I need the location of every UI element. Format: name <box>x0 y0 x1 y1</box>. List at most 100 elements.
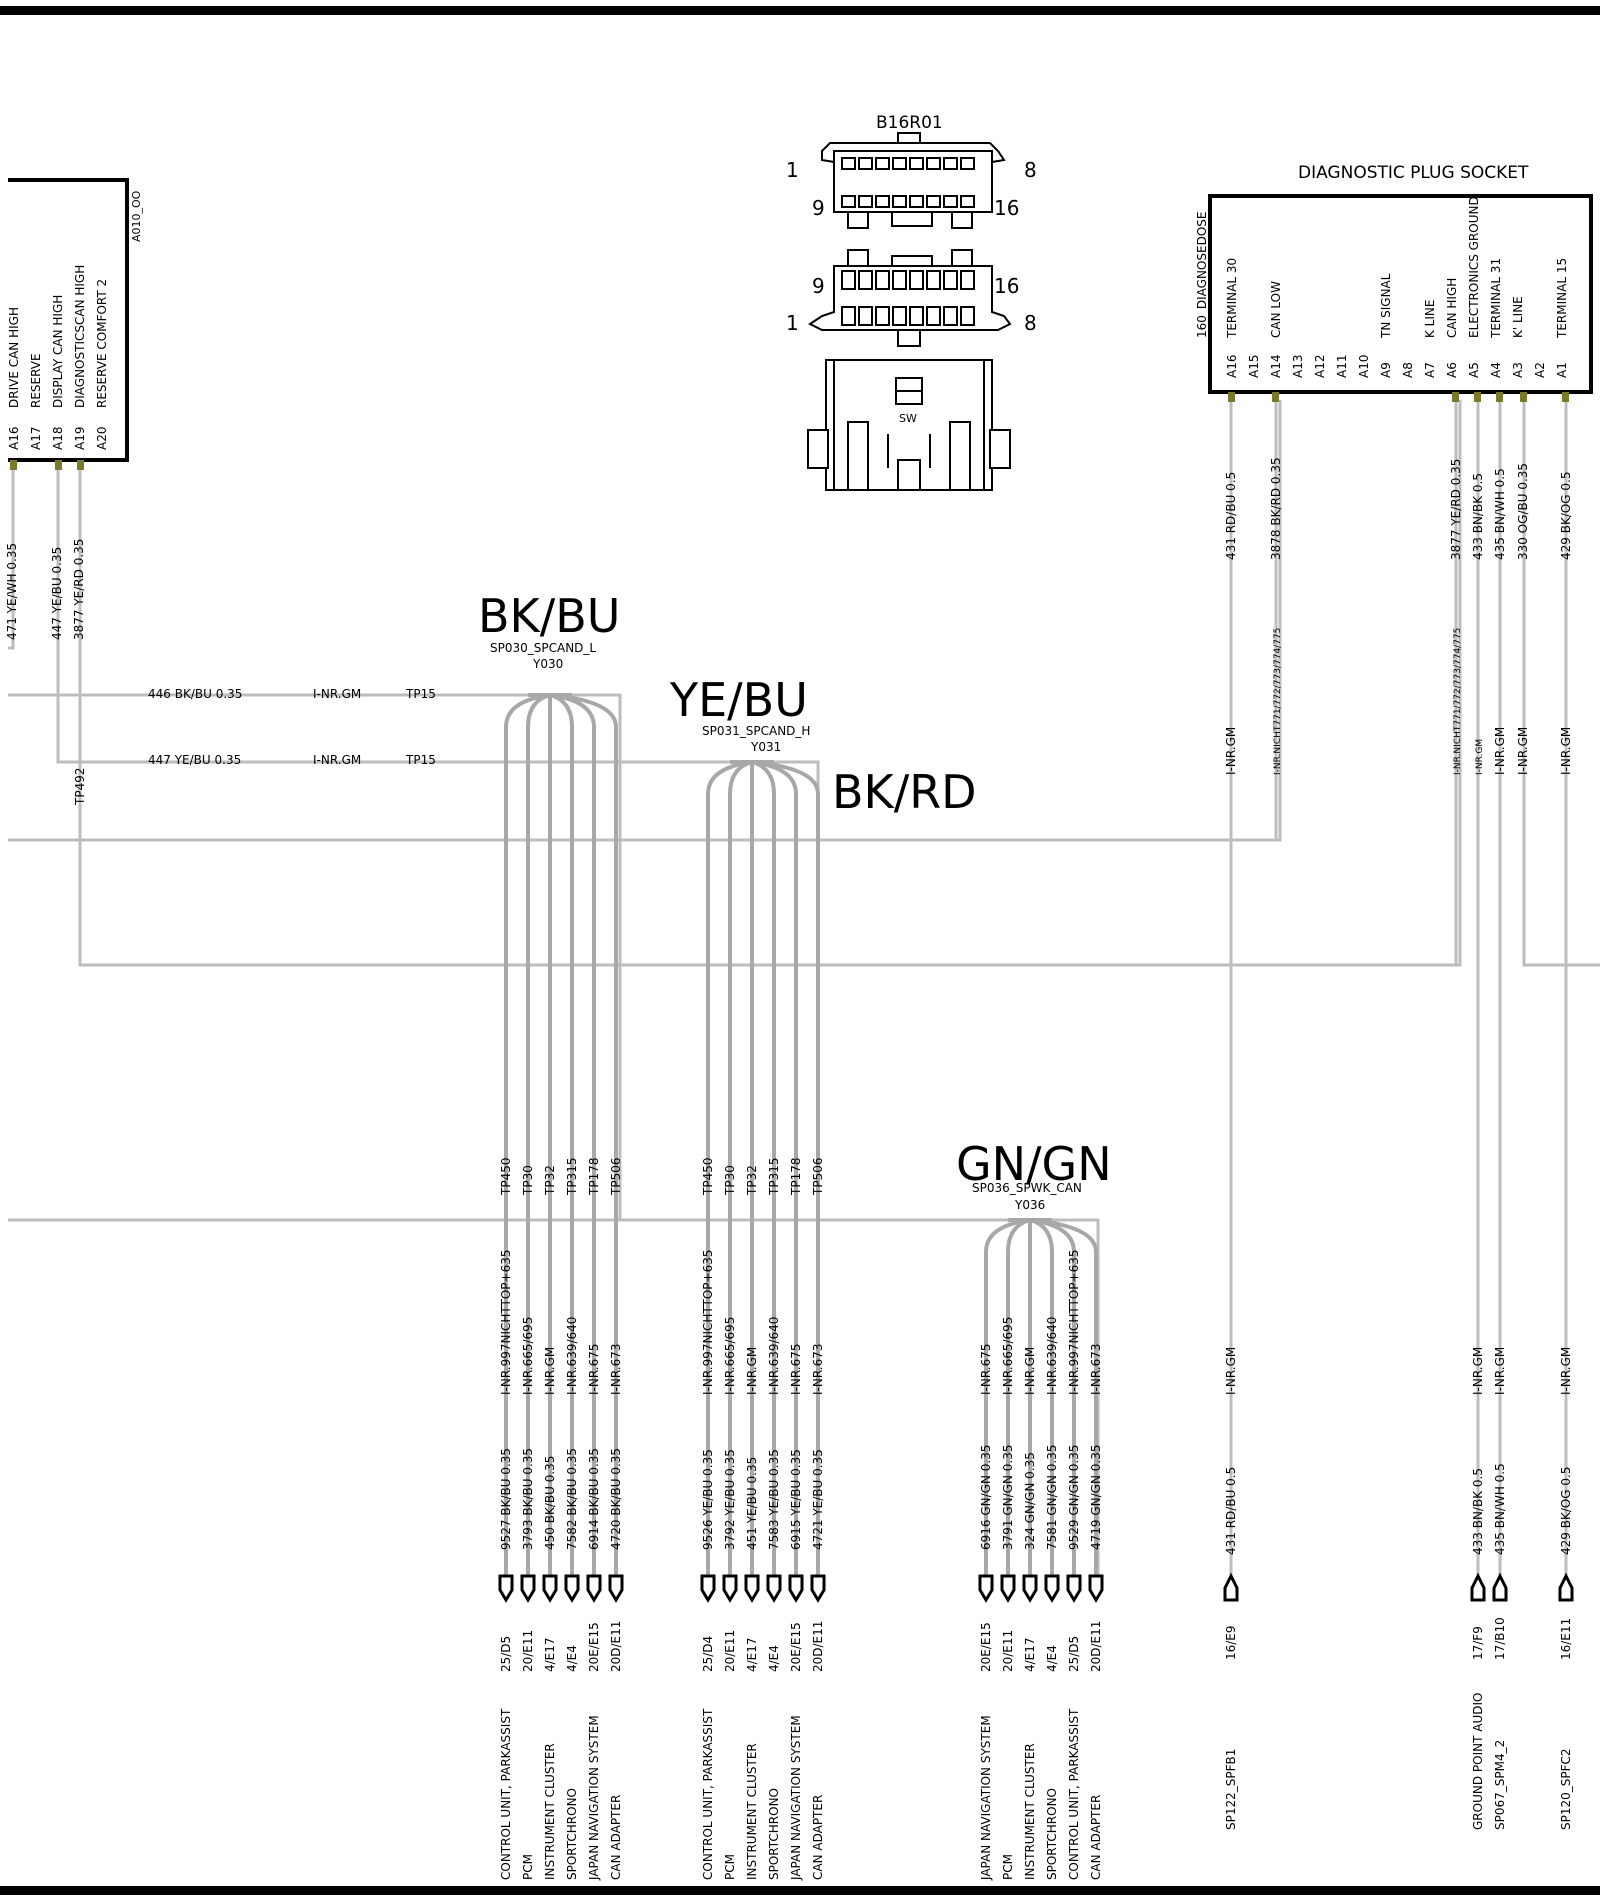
diag-title: DIAGNOSTIC PLUG SOCKET <box>1298 163 1529 183</box>
svg-text:DRIVE CAN HIGH: DRIVE CAN HIGH <box>7 307 21 408</box>
branch-wire <box>526 693 551 1575</box>
svg-text:TERMINAL 15: TERMINAL 15 <box>1555 258 1569 339</box>
branch-tp: TP506 <box>811 1158 825 1196</box>
svg-text:I-NR.GM: I-NR.GM <box>1224 727 1238 775</box>
branch-wire-label: 3791 GN/GN 0.35 <box>1001 1445 1015 1550</box>
svg-text:A15: A15 <box>1247 355 1261 378</box>
branch-location: 4/E17 <box>745 1637 759 1672</box>
splice-name: SP030_SPCAND_L <box>490 641 596 655</box>
branch-location: 4/E4 <box>1045 1645 1059 1672</box>
branch-wire <box>549 693 618 1575</box>
svg-text:A10: A10 <box>1357 355 1371 378</box>
branch-tp: TP178 <box>587 1158 601 1196</box>
branch-destination: JAPAN NAVIGATION SYSTEM <box>979 1715 993 1881</box>
terminal-nr: I-NR.GM <box>1493 1347 1507 1395</box>
branch-location: 20E/E15 <box>587 1622 601 1672</box>
bk-rd-label: BK/RD <box>832 765 977 819</box>
pin-terminal-icon <box>978 1574 994 1603</box>
terminal-wire-label: 433 BN/BK 0.5 <box>1471 1468 1485 1555</box>
branch-nr: I-NR.GM <box>1023 1347 1037 1395</box>
branch-destination: SPORTCHRONO <box>1045 1788 1059 1880</box>
terminal-wire-label: 431 RD/BU 0.5 <box>1224 1467 1238 1555</box>
svg-text:A16: A16 <box>1225 355 1239 378</box>
svg-text:A1: A1 <box>1555 362 1569 378</box>
wire-446-bk-bu <box>8 693 622 1220</box>
branch-nr: I-NR.673 <box>811 1344 825 1395</box>
branch-nr: I-NR.665/695 <box>1001 1317 1015 1395</box>
svg-text:3877 YE/RD 0.35: 3877 YE/RD 0.35 <box>1449 459 1463 560</box>
terminal-destination: SP122_SPFB1 <box>1224 1749 1238 1830</box>
branch-wire-label: 3792 YE/BU 0.35 <box>723 1449 737 1550</box>
wire-3878-bk-rd <box>8 400 1282 842</box>
svg-text:I-NR.NICHT771/772/773/774/775: I-NR.NICHT771/772/773/774/775 <box>1453 628 1463 775</box>
pin-terminal-icon <box>810 1574 826 1603</box>
branch-destination: INSTRUMENT CLUSTER <box>745 1743 759 1880</box>
wire-447-label: 447 YE/BU 0.35 <box>50 547 64 640</box>
terminal-wire-label: 429 BK/OG 0.5 <box>1559 1466 1573 1555</box>
svg-text:A4: A4 <box>1489 362 1503 378</box>
terminal-location: 17/B10 <box>1493 1617 1507 1660</box>
branch-nr: I-NR.673 <box>1089 1344 1103 1395</box>
diagnostic-plug-socket: DIAGNOSTIC PLUG SOCKET 160_DIAGNOSEDOSE … <box>1195 163 1593 402</box>
connector-b16r01: B16R01 1 8 9 16 <box>786 113 1037 491</box>
branch-wire-label: 4719 GN/GN 0.35 <box>1089 1445 1103 1550</box>
pin-terminal-icon <box>520 1574 536 1603</box>
branch-wire-label: 6916 GN/GN 0.35 <box>979 1445 993 1550</box>
terminal-destination: SP120_SPFC2 <box>1559 1748 1573 1830</box>
branch-destination: CONTROL UNIT, PARKASSIST <box>1067 1708 1081 1880</box>
branch-location: 20E/E15 <box>789 1622 803 1672</box>
terminal-location: 17/F9 <box>1471 1626 1485 1660</box>
pin-terminal-icon <box>788 1574 804 1603</box>
svg-text:A9: A9 <box>1379 362 1393 378</box>
branch-tp: TP178 <box>789 1158 803 1196</box>
branch-destination: PCM <box>723 1854 737 1880</box>
pin-terminal-icon <box>1044 1574 1060 1603</box>
ground-terminal-icon <box>1223 1572 1239 1602</box>
pin-8-label: 8 <box>1024 158 1037 182</box>
tp492-label: TP492 <box>73 768 87 806</box>
pin-8-label-lower: 8 <box>1024 311 1037 335</box>
svg-text:A19: A19 <box>73 427 87 450</box>
svg-text:A11: A11 <box>1335 355 1349 378</box>
branch-nr: I-NR.GM <box>745 1347 759 1395</box>
module-a010-id: A010_OO <box>130 190 143 242</box>
branch-wire <box>751 760 820 1575</box>
wire-447-ye-bu <box>56 470 820 1220</box>
branch-wire-label: 6914 BK/BU 0.35 <box>587 1448 601 1550</box>
branch-wire-label: 451 YE/BU 0.35 <box>745 1457 759 1550</box>
svg-text:DIAGNOSTICSCAN HIGH: DIAGNOSTICSCAN HIGH <box>73 265 87 408</box>
splice-id: Y036 <box>1014 1198 1045 1212</box>
branch-wire-label: 3793 BK/BU 0.35 <box>521 1448 535 1550</box>
pin-terminal-icon <box>1066 1574 1082 1603</box>
splice-groups: BK/BUSP030_SPCAND_LY030TP450I-NR.997NICH… <box>478 589 1112 1881</box>
svg-text:330 OG/BU 0.35: 330 OG/BU 0.35 <box>1516 463 1530 560</box>
branch-wire-label: 6915 YE/BU 0.35 <box>789 1449 803 1550</box>
svg-text:A6: A6 <box>1445 362 1459 378</box>
svg-text:TERMINAL 30: TERMINAL 30 <box>1225 258 1239 339</box>
svg-text:I-NR.GM: I-NR.GM <box>1516 727 1530 775</box>
svg-text:A18: A18 <box>51 427 65 450</box>
branch-wire-label: 7582 BK/BU 0.35 <box>565 1448 579 1550</box>
splice-color-label: BK/BU <box>478 589 620 643</box>
pin-1-label: 1 <box>786 158 799 182</box>
ground-terminal-icon <box>1470 1572 1486 1602</box>
branch-destination: CONTROL UNIT, PARKASSIST <box>499 1708 513 1880</box>
splice-name: SP031_SPCAND_H <box>702 724 810 738</box>
top-pin-row <box>841 157 975 208</box>
connector-title: B16R01 <box>876 113 943 133</box>
pin-1-label-lower: 1 <box>786 311 799 335</box>
branch-tp: TP30 <box>723 1165 737 1196</box>
svg-text:K LINE: K LINE <box>1423 300 1437 338</box>
branch-nr: I-NR.997NICHTTOP+635 <box>499 1250 513 1395</box>
branch-nr: I-NR.997NICHTTOP+635 <box>1067 1250 1081 1395</box>
branch-tp: TP32 <box>543 1165 557 1196</box>
branch-location: 4/E17 <box>543 1637 557 1672</box>
branch-wire <box>1029 1218 1098 1575</box>
diag-side-label: 160_DIAGNOSEDOSE <box>1195 212 1209 339</box>
